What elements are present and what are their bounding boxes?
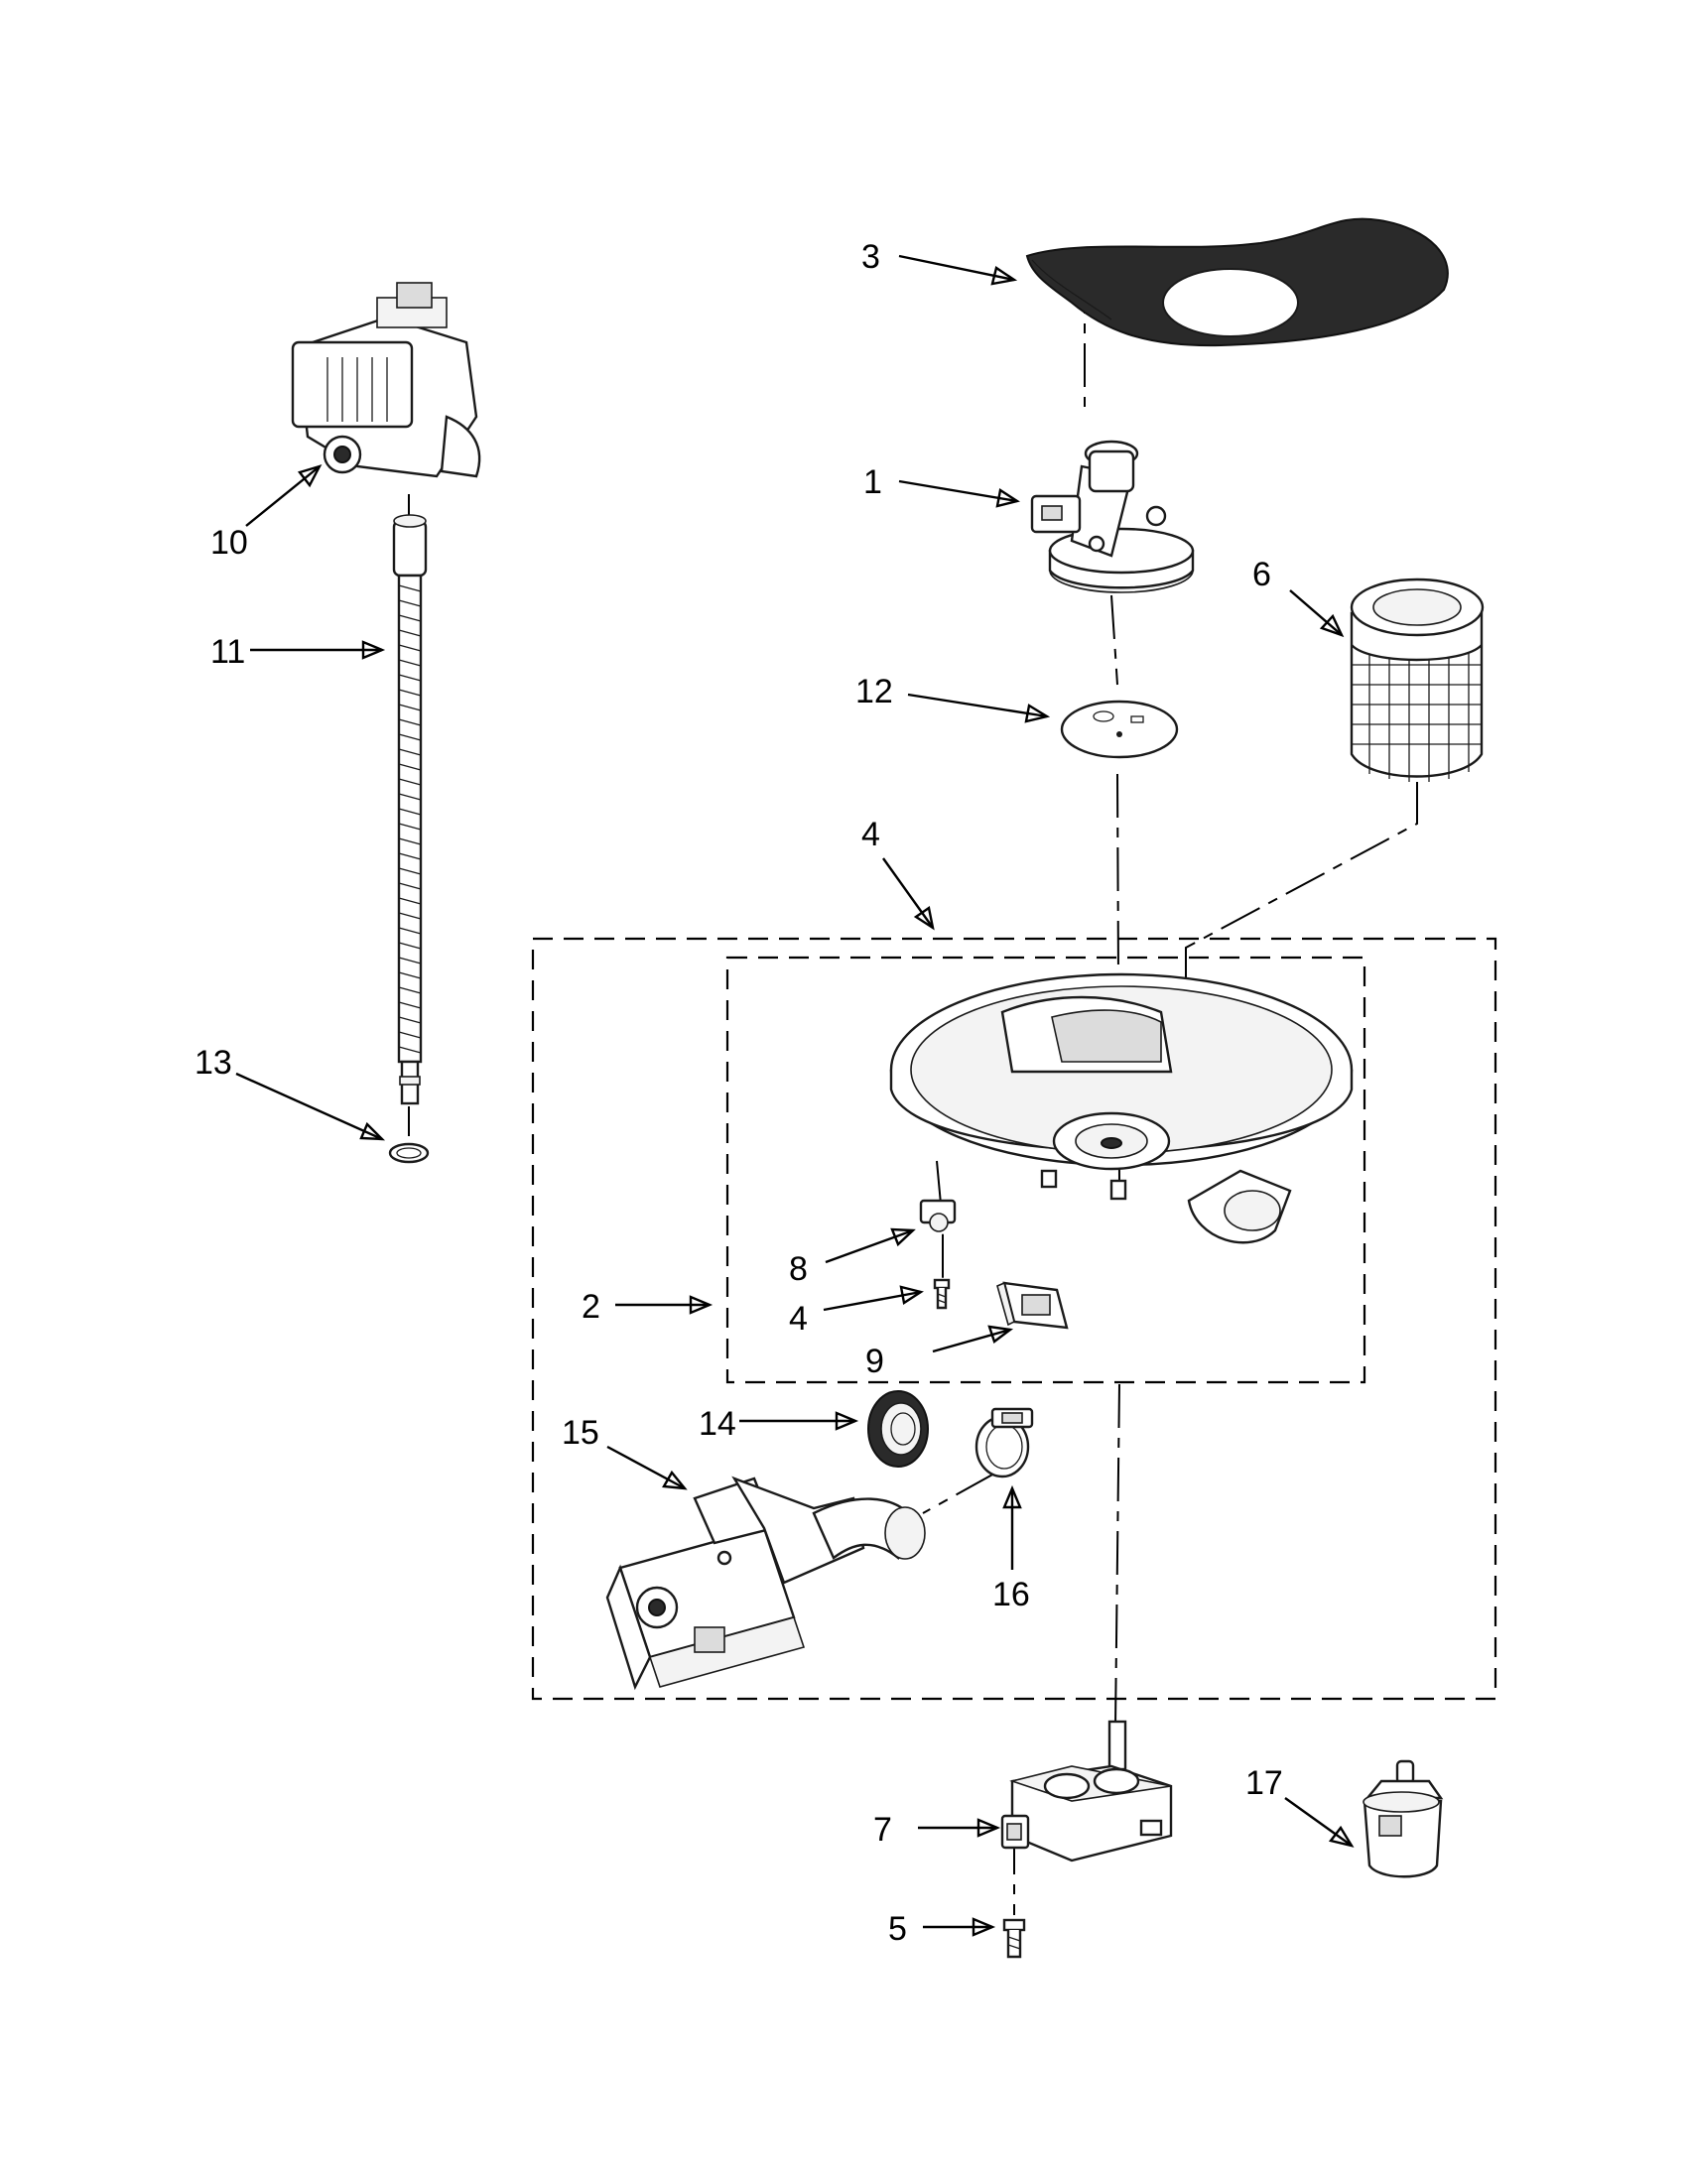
callout-11: 13 <box>195 1044 232 1082</box>
callout-13: 14 <box>699 1405 736 1443</box>
assembly-box-2 <box>725 956 1366 1384</box>
callout-9: 11 <box>210 633 245 671</box>
callout-14: 16 <box>992 1576 1030 1613</box>
part-9-drain-hose <box>392 514 428 1105</box>
part-10-diverter <box>1000 1720 1173 1863</box>
callout-8: 10 <box>210 524 248 562</box>
part-15-connector <box>996 1281 1069 1330</box>
callout-17: 17 <box>1245 1764 1283 1802</box>
centerline-sump-10 <box>1114 1383 1120 1728</box>
part-8-drain-pump <box>291 282 481 478</box>
part-7-mesh-filter <box>1350 578 1485 782</box>
part-6-clip <box>919 1199 957 1232</box>
callout-4-upper: 4 <box>789 1300 808 1338</box>
part-17-sensor <box>1363 1759 1444 1878</box>
part-16-pump-motor <box>605 1476 926 1691</box>
callout-5: 4 <box>861 816 880 853</box>
part-11-clamp <box>388 1142 430 1164</box>
part-14-hose-clamp <box>974 1407 1034 1478</box>
callout-3: 3 <box>861 238 880 276</box>
callout-2: 2 <box>582 1288 600 1326</box>
callout-7: 6 <box>1252 556 1271 593</box>
part-3-filter-screen <box>1025 217 1449 347</box>
callout-1: 1 <box>863 463 882 501</box>
callout-12: 12 <box>855 673 893 710</box>
part-2-sump <box>889 972 1354 1244</box>
assembly-box-5 <box>531 937 1497 1701</box>
callout-16: 15 <box>562 1414 599 1452</box>
callout-10: 7 <box>873 1811 892 1849</box>
part-1-housing <box>1030 440 1195 593</box>
part-13-seal <box>867 1390 929 1468</box>
centerline-14-16 <box>922 1473 995 1514</box>
callout-6: 8 <box>789 1250 808 1288</box>
callout-labels: 3 1 6 10 11 12 4 13 8 2 4 9 14 15 16 7 1… <box>195 238 1283 1948</box>
part-4-screw-upper <box>933 1278 951 1310</box>
callout-15: 9 <box>865 1343 884 1380</box>
part-12-disc <box>1060 700 1179 759</box>
centerline-6-4 <box>936 1160 944 1280</box>
callout-4-lower: 5 <box>888 1910 907 1948</box>
part-4-screw-lower <box>1002 1918 1026 1959</box>
centerline-1-12 <box>1110 594 1118 686</box>
leader-lines <box>235 254 1355 1937</box>
